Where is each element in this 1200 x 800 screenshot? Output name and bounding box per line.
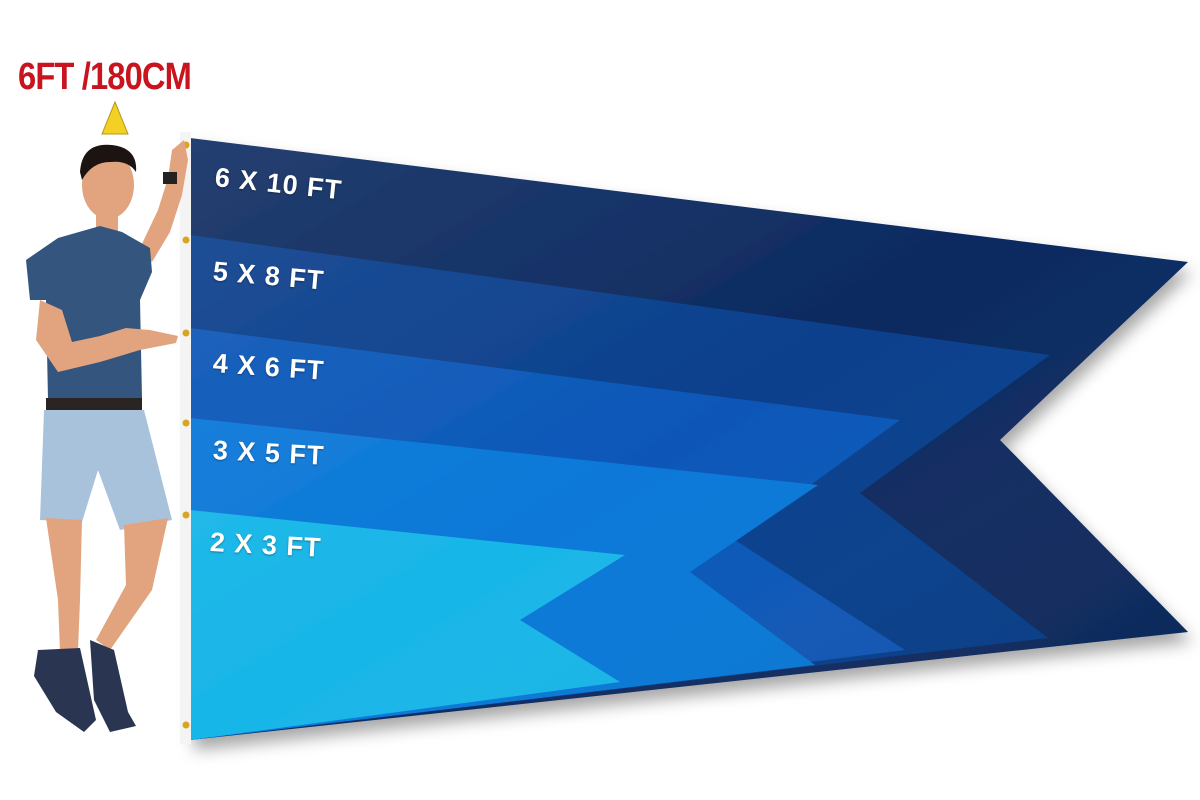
grommet [182,419,190,427]
grommet [182,329,190,337]
person-figure [26,140,188,732]
grommet [182,511,190,519]
person-watch [163,172,177,184]
person-pointing-arm [36,300,178,372]
person-belt [46,398,142,412]
height-pointer-icon [101,100,129,135]
person-shoe-right [90,640,136,732]
person-leg-left [46,518,82,652]
person-leg-right [96,518,168,650]
person-raised-arm [140,140,188,262]
size-label-2x3: 2 X 3 FT [209,527,323,563]
flag-stack [190,138,1188,740]
height-marker-label: 6FT /180CM [18,56,192,98]
person-hair [80,144,137,180]
flag-sheen [190,138,1188,740]
grommet [182,236,190,244]
flag-pole [180,132,191,744]
grommets [182,141,190,729]
person-shorts [40,410,172,530]
person-head [82,151,134,219]
grommet [182,721,190,729]
person-shoe-left [34,648,96,732]
size-label-3x5: 3 X 5 FT [212,435,326,471]
